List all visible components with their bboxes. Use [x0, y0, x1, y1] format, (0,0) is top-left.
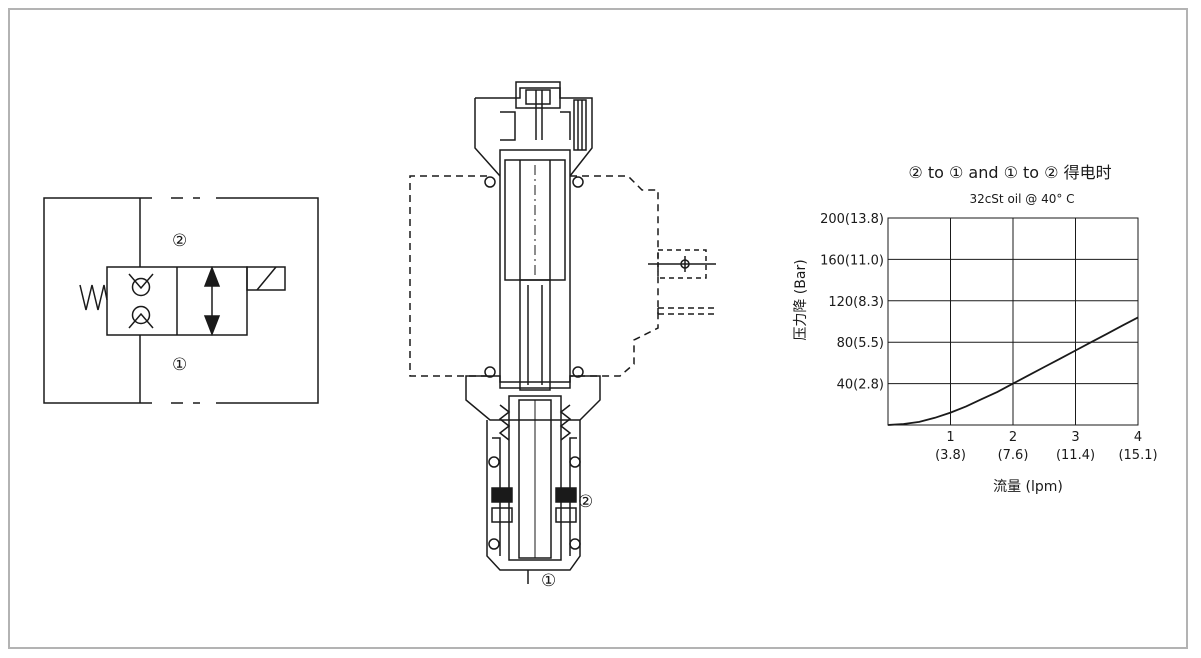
chart-subtitle: 32cSt oil @ 40° C — [969, 192, 1074, 206]
section-port-side-label: ② — [578, 492, 593, 512]
symbol-port-top-label: ② — [172, 231, 187, 251]
chart-x-tick-sublabel: (15.1) — [1118, 448, 1157, 463]
chart-y-axis-label: 压力降 (Bar) — [793, 259, 809, 340]
chart-series — [887, 316, 1139, 426]
valve-cross-section — [409, 81, 718, 584]
chart-x-ticks: 1 (3.8) 2 (7.6) 3 (11.4) 4 (15.1) — [935, 430, 1157, 463]
chart-x-tick-sublabel: (7.6) — [998, 448, 1029, 463]
chart-x-axis-label: 流量 (lpm) — [993, 479, 1063, 495]
symbol-port-bottom-label: ① — [172, 355, 187, 375]
chart-y-tick-label: 120(8.3) — [828, 295, 884, 310]
valve-symbol — [43, 197, 319, 404]
chart-y-tick-label: 200(13.8) — [820, 212, 884, 227]
chart-x-tick-sublabel: (3.8) — [935, 448, 966, 463]
chart-grid — [887, 217, 1139, 426]
section-port-bottom-label: ① — [541, 571, 556, 591]
chart-title: ② to ① and ① to ② 得电时 — [908, 163, 1111, 182]
chart-y-ticks: 200(13.8) 160(11.0) 120(8.3) 80(5.5) 40(2.8) — [820, 212, 884, 393]
chart-x-tick-label: 1 — [946, 430, 954, 445]
chart-x-tick-label: 3 — [1071, 430, 1079, 445]
chart-y-tick-label: 40(2.8) — [837, 378, 884, 393]
pressure-drop-chart: ② to ① and ① to ② 得电时 32cSt oil @ 40° C … — [793, 163, 1158, 495]
chart-series-line — [887, 316, 1139, 426]
chart-y-tick-label: 80(5.5) — [837, 336, 884, 351]
chart-x-tick-sublabel: (11.4) — [1056, 448, 1095, 463]
chart-x-tick-label: 4 — [1134, 430, 1142, 445]
chart-y-tick-label: 160(11.0) — [820, 253, 884, 268]
diagram-frame — [8, 8, 1188, 649]
chart-x-tick-label: 2 — [1009, 430, 1017, 445]
